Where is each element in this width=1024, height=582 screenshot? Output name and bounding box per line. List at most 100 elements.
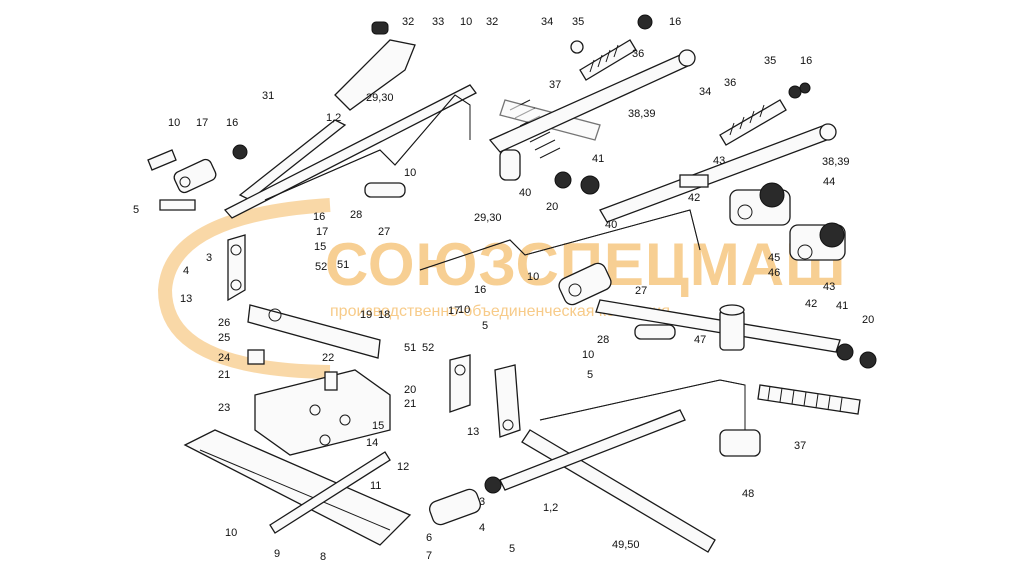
pedal-8 [183, 429, 412, 546]
callout-label: 43 [713, 155, 725, 167]
lever-26 [247, 304, 381, 359]
callout-label: 33 [432, 16, 444, 28]
rod-31 [238, 21, 416, 201]
callout-label: 7 [426, 550, 432, 562]
block-23 [254, 369, 391, 456]
callout-label: 17 [316, 226, 328, 238]
callout-label: 20 [862, 314, 874, 326]
bolt-43 [679, 174, 709, 188]
callout-label: 14 [366, 437, 378, 449]
lever-13-upper [227, 234, 246, 302]
callout-label: 34 [541, 16, 553, 28]
callout-label: 10 [460, 16, 472, 28]
washer-35-top [570, 40, 584, 54]
callout-label: 45 [768, 252, 780, 264]
callout-label: 42 [805, 298, 817, 310]
callout-label: 4 [183, 265, 189, 277]
callout-label: 29,30 [366, 92, 394, 104]
callout-label: 37 [794, 440, 806, 452]
callout-label: 5 [509, 543, 515, 555]
callout-label: 40 [605, 219, 617, 231]
rod-29-30-top [264, 94, 471, 201]
callout-label: 35 [572, 16, 584, 28]
watermark: СОЮЗСПЕЦМАШ производственно-объединенчес… [157, 198, 845, 379]
callout-label: 17 [448, 305, 460, 317]
callout-label: 31 [262, 90, 274, 102]
callout-label: 11 [370, 480, 381, 492]
callout-label: 34 [699, 86, 711, 98]
callout-label: 13 [180, 293, 192, 305]
callout-label: 10 [168, 117, 180, 129]
callout-label: 1,2 [326, 112, 341, 124]
nut-41-top [580, 175, 600, 195]
callout-label: 5 [482, 320, 488, 332]
callout-label: 38,39 [628, 108, 656, 120]
callout-label: 27 [635, 285, 647, 297]
rod-1-2-top [223, 84, 477, 219]
callout-label: 51 [404, 342, 416, 354]
rod-11 [269, 451, 391, 534]
callout-label: 8 [320, 551, 326, 563]
callout-label: 10 [404, 167, 416, 179]
callout-label: 43 [823, 281, 835, 293]
callout-label: 10 [458, 304, 470, 316]
callout-label: 19 [360, 309, 372, 321]
pin-28-lower [634, 324, 676, 340]
callout-label: 35 [764, 55, 776, 67]
rod-29-30-lower [419, 209, 701, 271]
callout-label: 5 [587, 369, 593, 381]
callout-label: 49,50 [612, 539, 640, 551]
callout-label: 32 [402, 16, 414, 28]
callout-label: 9 [274, 548, 280, 560]
callout-label: 16 [226, 117, 238, 129]
rod-38-39-right [599, 123, 837, 223]
bent-rod-lower-right [539, 379, 761, 457]
spring-36-right [719, 82, 811, 146]
callout-label: 20 [546, 201, 558, 213]
callout-label: 1,2 [543, 502, 558, 514]
callout-label: 36 [724, 77, 736, 89]
callout-label: 37 [549, 79, 561, 91]
bolt-24 [247, 349, 265, 365]
callout-label: 28 [597, 334, 609, 346]
block-40 [499, 149, 521, 181]
callout-label: 40 [519, 187, 531, 199]
pin-28-top [364, 182, 406, 198]
bar-49-50 [521, 429, 716, 553]
callout-label: 44 [823, 176, 835, 188]
callout-label: 16 [313, 211, 325, 223]
callout-label: 41 [836, 300, 848, 312]
callout-label: 48 [742, 488, 754, 500]
callout-label: 3 [206, 252, 212, 264]
lever-13-lower [449, 354, 521, 438]
spring-37-right [757, 384, 861, 415]
watermark-subtitle: производственно-объединенческая компания [330, 303, 670, 320]
callout-label: 47 [694, 334, 706, 346]
callout-label: 16 [474, 284, 486, 296]
callout-label: 16 [800, 55, 812, 67]
callout-label: 15 [314, 241, 326, 253]
bolt-22 [324, 371, 338, 391]
callout-label: 20 [404, 384, 416, 396]
callout-label: 21 [404, 398, 416, 410]
callout-label: 12 [397, 461, 409, 473]
rod-1-2-lower [499, 409, 686, 491]
pin-47 [719, 304, 745, 351]
callout-label: 23 [218, 402, 230, 414]
callout-label: 16 [669, 16, 681, 28]
callout-label: 38,39 [822, 156, 850, 168]
callout-label: 24 [218, 352, 230, 364]
callout-label: 6 [426, 532, 432, 544]
clevis-17-left [147, 144, 248, 211]
callout-label: 41 [592, 153, 604, 165]
callout-label: 15 [372, 420, 384, 432]
spring-36-top [579, 39, 637, 81]
callout-label: 27 [378, 226, 390, 238]
callout-label: 26 [218, 317, 230, 329]
callout-label: 29,30 [474, 212, 502, 224]
callout-label: 32 [486, 16, 498, 28]
callout-label: 52 [422, 342, 434, 354]
callout-label: 52 [315, 261, 327, 273]
callout-label: 42 [688, 192, 700, 204]
